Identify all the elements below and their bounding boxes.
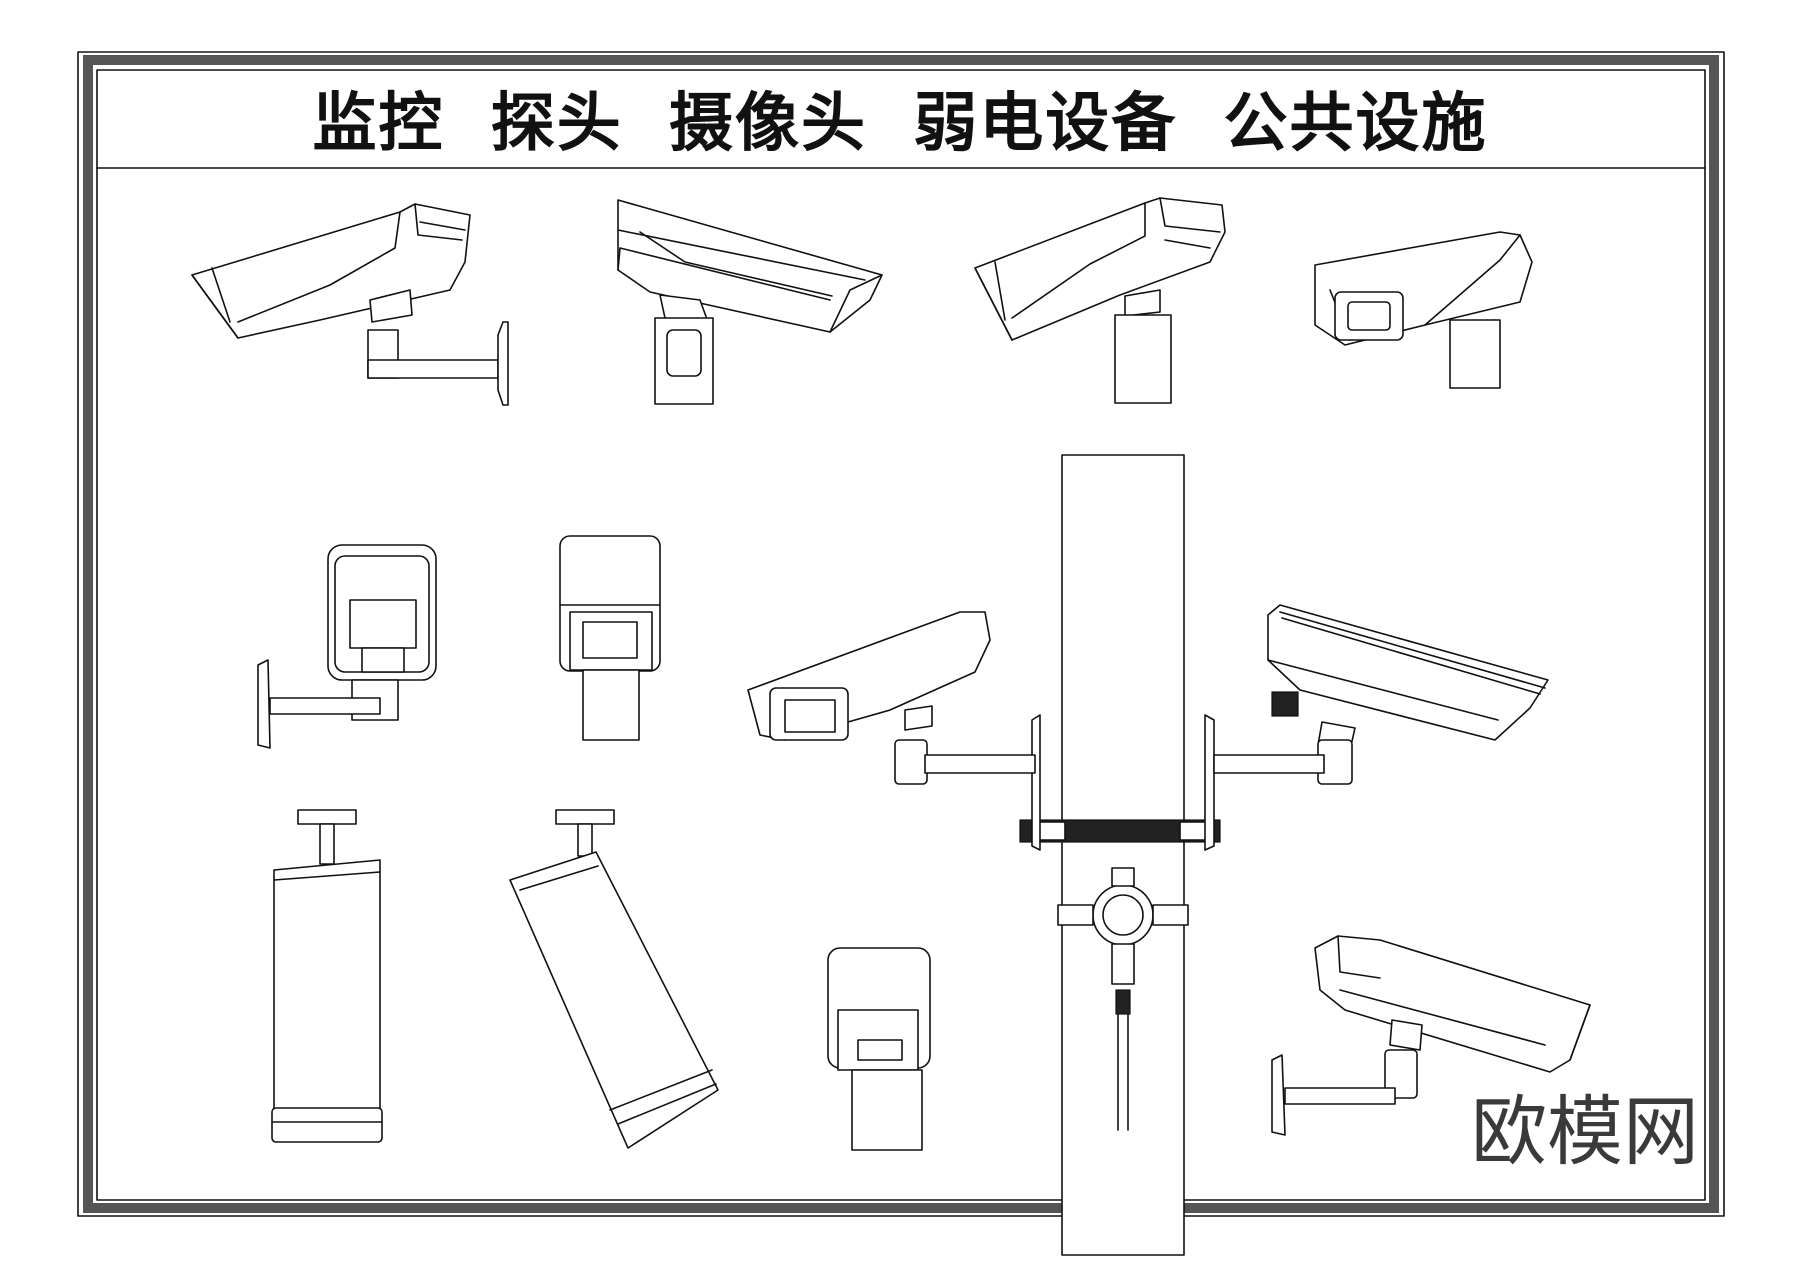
camera-box-side-left [974, 197, 1226, 404]
camera-wall-bracket-right [1271, 935, 1591, 1136]
camera-vertical-hanging [271, 809, 383, 1143]
camera-box-front-angled [1314, 231, 1533, 389]
camera-box-side-right [617, 199, 883, 405]
camera-tilted-hanging [509, 809, 719, 1149]
camera-small-front [827, 947, 931, 1151]
camera-front-view [559, 535, 661, 741]
camera-bracket-side-left [191, 203, 509, 406]
pole-double-camera-mount [747, 454, 1549, 1256]
page-title: 监控 探头 摄像头 弱电设备 公共设施 [312, 87, 1488, 161]
camera-wall-mount-front [257, 544, 437, 749]
drawing-frame [77, 51, 1725, 1217]
brand-logo: 欧模网 [1471, 1087, 1699, 1176]
